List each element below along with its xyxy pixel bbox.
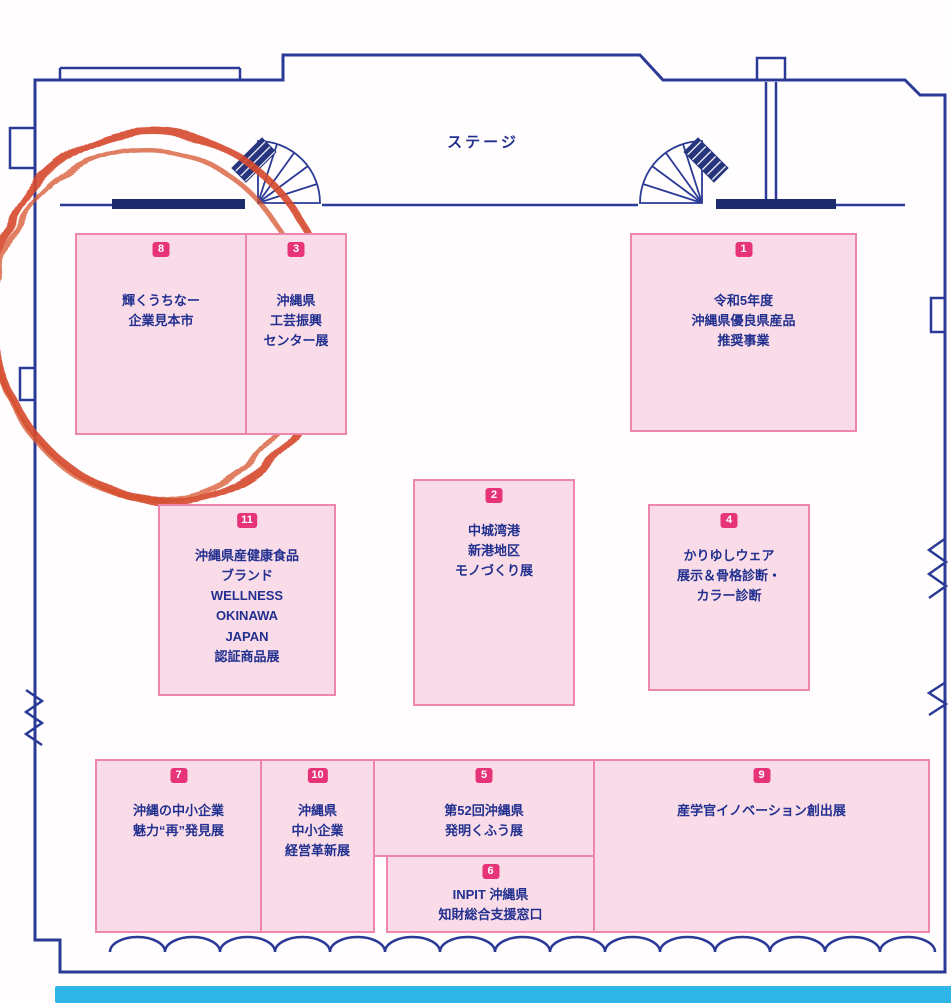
booth-5-label: 第52回沖縄県 発明くふう展 [444,803,524,839]
booth-11-label: 沖縄県産健康食品 ブランド WELLNESS OKINAWA JAPAN 認証商… [194,548,299,664]
staircase-right-icon [639,137,729,204]
booth-6: 6 INPIT 沖縄県 知財総合支援窓口 [386,855,595,933]
booth-8: 8 輝くうちなー 企業見本市 [75,233,247,435]
booth-5-number-badge: 5 [475,768,493,783]
booth-3: 3 沖縄県 工芸振興 センター展 [245,233,347,435]
booth-1-number-badge: 1 [735,242,752,257]
booth-1-label: 令和5年度 沖縄県優良県産品 推奨事業 [691,293,796,349]
booth-10-label: 沖縄県 中小企業 経営革新展 [284,803,350,859]
door-squiggle-right-icon [926,536,949,600]
booth-4-number-badge: 4 [720,513,738,528]
stage-edge-bar-right [716,199,836,209]
booth-10: 10 沖縄県 中小企業 経営革新展 [260,759,375,933]
scalloped-wall [108,935,937,953]
booth-2-number-badge: 2 [485,488,503,503]
booth-6-label: INPIT 沖縄県 知財総合支援窓口 [438,887,543,923]
staircase-left-icon [231,137,321,204]
booth-11: 11 沖縄県産健康食品 ブランド WELLNESS OKINAWA JAPAN … [158,504,336,696]
booth-10-number-badge: 10 [307,768,328,783]
door-squiggle-left-icon [23,688,45,747]
booth-8-number-badge: 8 [152,242,170,257]
bottom-banner-strip [55,986,951,1003]
booth-5: 5 第52回沖縄県 発明くふう展 [373,759,595,857]
booth-9-number-badge: 9 [753,768,770,783]
booth-9-label: 産学官イノベーション創出展 [677,803,846,818]
booth-7-label: 沖縄の中小企業 魅力“再”発見展 [132,803,224,839]
stage-edge-bar-left [112,199,245,209]
booth-7-number-badge: 7 [170,768,187,783]
door-squiggle-right2-icon [926,680,949,717]
booth-7: 7 沖縄の中小企業 魅力“再”発見展 [95,759,262,933]
booth-2: 2 中城湾港 新港地区 モノづくり展 [413,479,575,706]
booth-3-number-badge: 3 [287,242,305,257]
booth-11-number-badge: 11 [237,513,257,528]
stage-label: ステージ [447,134,519,151]
booth-9: 9 産学官イノベーション創出展 [593,759,930,933]
booth-2-label: 中城湾港 新港地区 モノづくり展 [454,523,533,579]
booth-3-label: 沖縄県 工芸振興 センター展 [263,293,329,349]
booth-8-label: 輝くうちなー 企業見本市 [122,293,200,329]
booth-1: 1 令和5年度 沖縄県優良県産品 推奨事業 [630,233,857,432]
booth-4-label: かりゆしウェア 展示＆骨格診断・ カラー診断 [676,548,781,604]
booth-6-number-badge: 6 [482,864,499,879]
building-outline [33,53,947,974]
stage-partition-wall [764,82,778,200]
booth-4: 4 かりゆしウェア 展示＆骨格診断・ カラー診断 [648,504,810,691]
